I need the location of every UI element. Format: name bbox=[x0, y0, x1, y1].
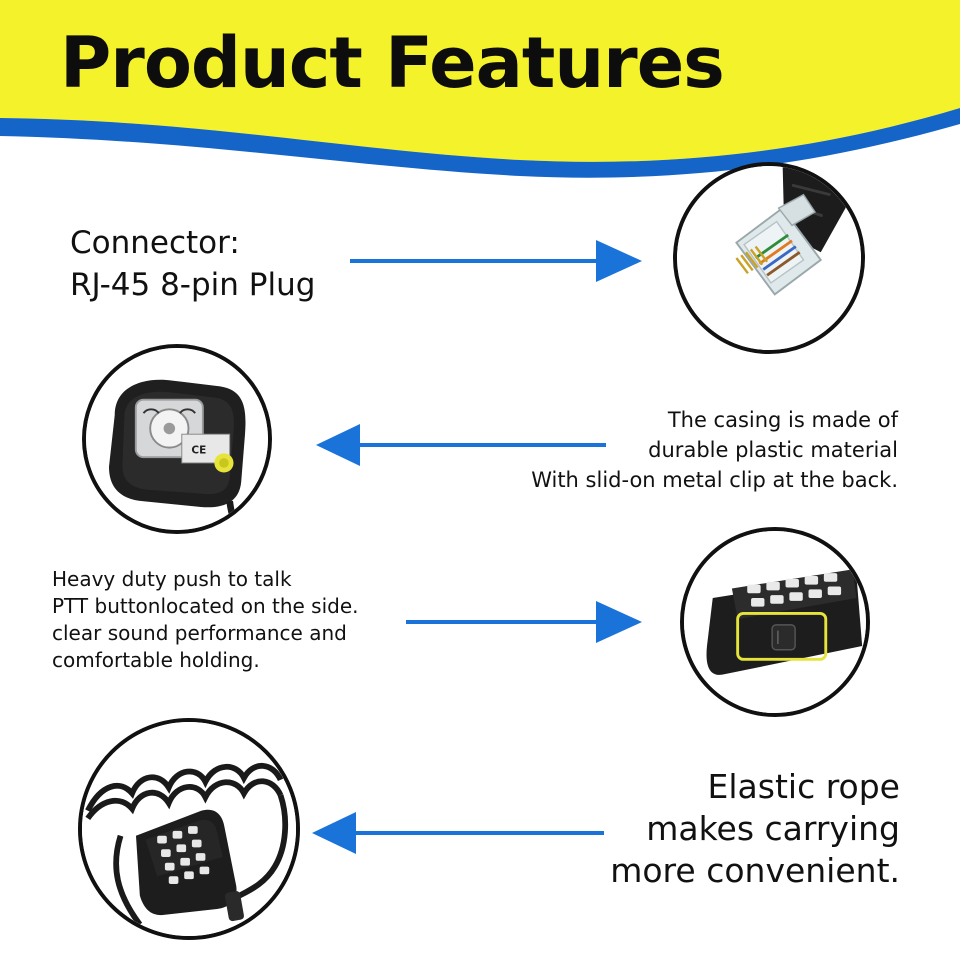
mic-back-casing-photo: CE bbox=[82, 344, 272, 534]
feature-connector-text: Connector: RJ-45 8-pin Plug bbox=[70, 222, 315, 306]
feature-line: makes carrying bbox=[646, 809, 900, 848]
feature-line: more convenient. bbox=[610, 851, 900, 890]
feature-line: durable plastic material bbox=[648, 438, 898, 462]
feature-line: Connector: bbox=[70, 225, 240, 261]
feature-casing-text: The casing is made of durable plastic ma… bbox=[531, 405, 898, 495]
feature-line: clear sound performance and bbox=[52, 621, 347, 645]
feature-line: RJ-45 8-pin Plug bbox=[70, 267, 316, 303]
arrow-right-icon bbox=[406, 601, 642, 643]
rj45-connector-photo bbox=[673, 162, 865, 354]
certification-mark: CE bbox=[191, 444, 206, 456]
ptt-side-button-photo bbox=[680, 527, 870, 717]
arrow-left-icon bbox=[312, 812, 604, 854]
feature-line: comfortable holding. bbox=[52, 648, 260, 672]
arrow-left-icon bbox=[316, 424, 606, 466]
feature-cord-text: Elastic rope makes carrying more conveni… bbox=[610, 766, 900, 892]
coiled-cord-mic-photo bbox=[78, 718, 300, 940]
header-banner bbox=[0, 0, 960, 178]
feature-line: Elastic rope bbox=[707, 767, 900, 806]
feature-line: PTT buttonlocated on the side. bbox=[52, 594, 359, 618]
arrow-right-icon bbox=[350, 240, 642, 282]
page-title: Product Features bbox=[60, 22, 725, 104]
feature-line: Heavy duty push to talk bbox=[52, 567, 292, 591]
feature-ptt-text: Heavy duty push to talk PTT buttonlocate… bbox=[52, 566, 359, 674]
feature-line: With slid-on metal clip at the back. bbox=[531, 468, 898, 492]
feature-line: The casing is made of bbox=[667, 408, 898, 432]
